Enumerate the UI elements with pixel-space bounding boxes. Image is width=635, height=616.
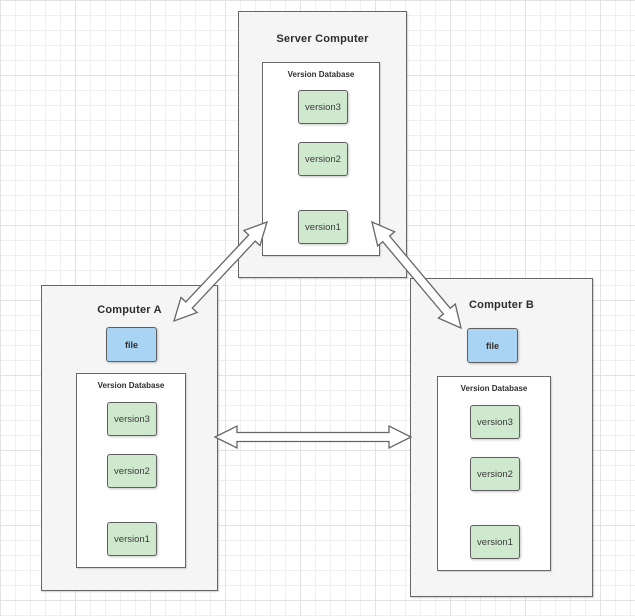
arrow-computer-a-computer-b[interactable] [213, 424, 413, 450]
computer-b-version3-box[interactable]: version3 [470, 405, 520, 439]
server-version3-box[interactable]: version3 [298, 90, 348, 124]
computer-a-title: Computer A [97, 304, 162, 316]
computer-a-node[interactable]: Computer A file Version Database version… [41, 285, 218, 591]
computer-a-version3-box[interactable]: version3 [107, 402, 157, 436]
computer-a-file-box[interactable]: file [106, 327, 157, 362]
server-computer-title: Server Computer [276, 33, 369, 45]
computer-b-file-box[interactable]: file [467, 328, 518, 363]
computer-b-node[interactable]: Computer B file Version Database version… [410, 278, 593, 597]
computer-a-version-database-box[interactable]: Version Database version3 version2 versi… [76, 373, 186, 568]
computer-b-title: Computer B [469, 299, 534, 311]
server-computer-node[interactable]: Server Computer Version Database version… [238, 11, 407, 278]
server-version-database-box[interactable]: Version Database version3 version2 versi… [262, 62, 380, 256]
server-version-database-label: Version Database [287, 70, 355, 79]
server-version1-box[interactable]: version1 [298, 210, 348, 244]
computer-a-version-database-label: Version Database [97, 381, 165, 390]
computer-a-version2-box[interactable]: version2 [107, 454, 157, 488]
computer-a-version1-box[interactable]: version1 [107, 522, 157, 556]
computer-b-version-database-box[interactable]: Version Database version3 version2 versi… [437, 376, 551, 571]
computer-b-version-database-label: Version Database [460, 384, 528, 393]
server-version2-box[interactable]: version2 [298, 142, 348, 176]
arrow-computer-b-server[interactable] [371, 220, 462, 330]
computer-b-version2-box[interactable]: version2 [470, 457, 520, 491]
computer-b-version1-box[interactable]: version1 [470, 525, 520, 559]
arrow-computer-a-server[interactable] [173, 220, 268, 323]
